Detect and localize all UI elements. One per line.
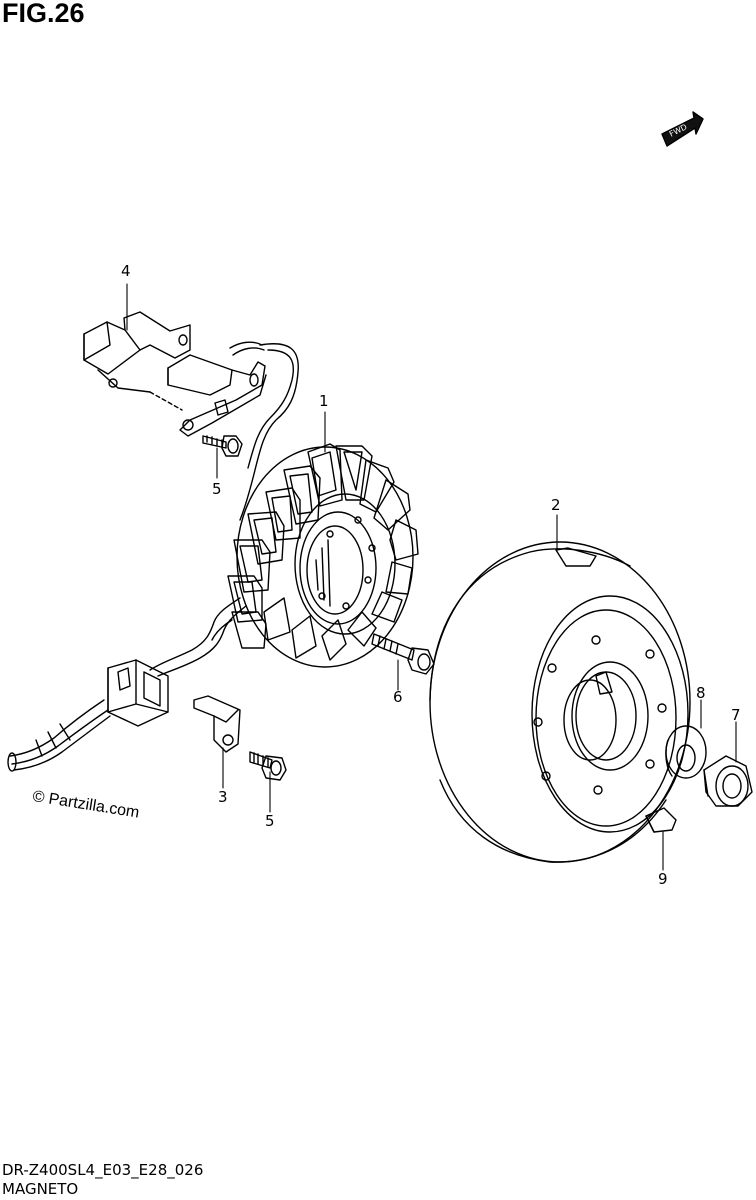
part-7-nut xyxy=(703,755,753,807)
callout-7: 7 xyxy=(731,706,741,724)
pickup-sensor xyxy=(167,341,299,521)
part-4-bracket xyxy=(83,311,191,411)
part-9-key xyxy=(645,807,677,833)
part-5-bolt-upper xyxy=(202,435,243,457)
part-8-washer xyxy=(665,725,707,779)
part-6-bolt xyxy=(371,633,435,675)
part-5-bolt-lower xyxy=(249,751,287,781)
wire-harness xyxy=(149,597,247,677)
part-3-small-bracket xyxy=(193,695,241,753)
callout-2: 2 xyxy=(551,496,561,514)
callout-6: 6 xyxy=(393,688,403,706)
callout-3: 3 xyxy=(218,788,228,806)
callout-5a: 5 xyxy=(212,480,222,498)
fwd-arrow-icon: FWD xyxy=(661,111,704,147)
wire-connector xyxy=(7,659,169,772)
figure-name: MAGNETO xyxy=(2,1180,79,1198)
part-1-stator xyxy=(227,443,419,668)
callout-5b: 5 xyxy=(265,812,275,830)
callout-4: 4 xyxy=(121,262,131,280)
callout-9: 9 xyxy=(658,870,668,888)
figure-title: FIG.26 xyxy=(2,0,85,28)
callout-1: 1 xyxy=(319,392,329,410)
callout-8: 8 xyxy=(696,684,706,702)
figure-code: DR-Z400SL4_E03_E28_026 xyxy=(2,1161,204,1179)
leader-lines xyxy=(126,283,737,871)
part-2-rotor xyxy=(429,541,691,863)
